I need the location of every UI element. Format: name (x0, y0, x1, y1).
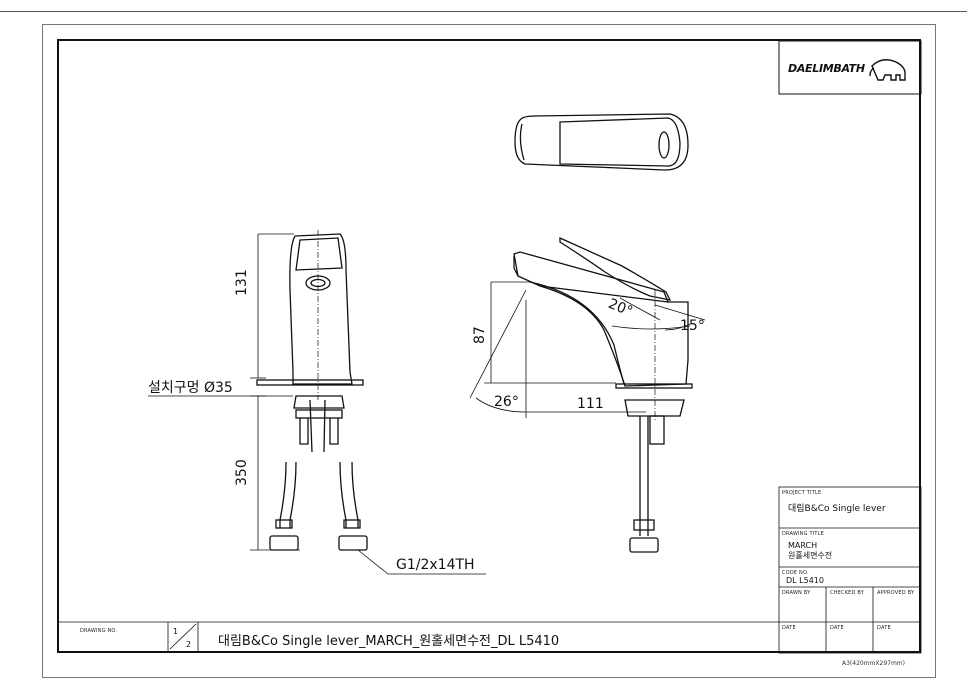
dim-lever-angle-2: 15° (680, 318, 705, 334)
dim-height-top: 131 (234, 269, 250, 296)
date-label-1: DATE (782, 625, 796, 631)
front-dimension-lines (148, 233, 486, 575)
drawing-name: 대림B&Co Single lever_MARCH_원홀세면수전_DL L541… (218, 634, 560, 649)
project-title: 대림B&Co Single lever (788, 504, 886, 514)
code-no-label: CODE NO. (782, 570, 809, 576)
paper-size: A3(420mmX297mm) (842, 660, 905, 667)
elephant-logo-icon (869, 59, 906, 81)
drawn-by-label: DRAWN BY (782, 590, 811, 596)
faucet-side-view (513, 236, 693, 553)
date-label-3: DATE (877, 625, 891, 631)
checked-by-label: CHECKED BY (830, 590, 864, 596)
top-border-line (0, 11, 967, 12)
dim-spout-height: 87 (472, 326, 488, 344)
dim-thread: G1/2x14TH (396, 557, 475, 573)
approved-by-label: APPROVED BY (877, 590, 915, 596)
code-no: DL L5410 (786, 576, 824, 585)
title-block-lines (59, 486, 922, 654)
date-label-2: DATE (830, 625, 844, 631)
drawing-title-label: DRAWING TITLE (782, 531, 825, 537)
sheet-number: 1 (173, 627, 179, 636)
drawing-no-label: DRAWING NO. (80, 628, 118, 634)
drawing-frame (57, 39, 921, 653)
dim-hole: 설치구멍 Ø35 (148, 380, 233, 396)
sheet-total: 2 (186, 640, 192, 649)
project-title-label: PROJECT TITLE (782, 490, 822, 496)
faucet-front-view (256, 230, 368, 551)
logo-box (778, 40, 922, 95)
dim-height-bottom: 350 (234, 459, 250, 486)
dim-spout-reach: 111 (577, 396, 604, 412)
drawing-title-line1: MARCH (788, 541, 818, 550)
drawing-title-line2: 원홀세면수전 (788, 551, 833, 560)
side-dimension-lines (469, 281, 706, 418)
paper-sheet (42, 24, 936, 678)
dim-spout-angle: 26° (494, 394, 519, 410)
handle-top-view (514, 113, 689, 171)
company-logo: DAELIMBATH (788, 62, 865, 75)
